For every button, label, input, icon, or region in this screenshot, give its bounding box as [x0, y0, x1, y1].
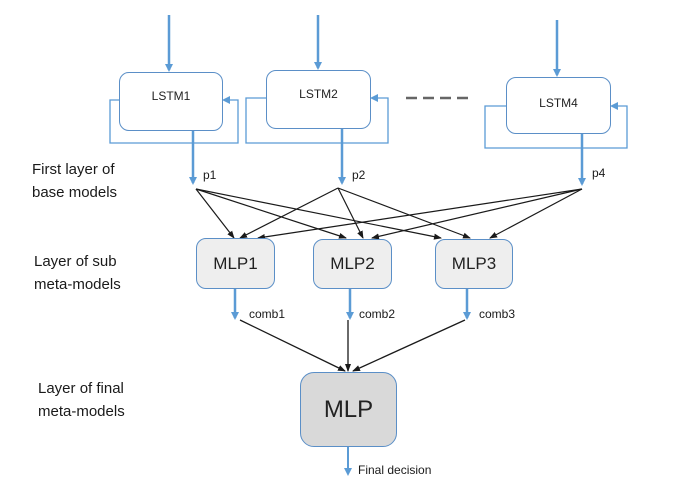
feedback-loop-lstm1 — [109, 96, 239, 144]
mlp3-box: MLP3 — [435, 239, 513, 289]
edge-p4-mlp1 — [257, 188, 583, 240]
layer-label-first: First layer of base models — [32, 161, 118, 201]
lstm4-label: LSTM4 — [539, 95, 578, 110]
edge-p1-mlp1 — [195, 188, 235, 239]
edge-p2-mlp3 — [337, 187, 471, 239]
edge-p1-mlp2 — [195, 188, 347, 239]
edge-p1-mlp3 — [195, 188, 442, 240]
mlp1-label: MLP1 — [213, 253, 258, 273]
final-decision-label: Final decision — [358, 463, 432, 477]
final-mlp-box: MLP — [300, 372, 397, 447]
edge-p4-mlp3 — [489, 188, 583, 239]
lstm4-box: LSTM4 — [506, 77, 611, 134]
final-mlp-label: MLP — [323, 395, 374, 423]
lstm1-box: LSTM1 — [119, 72, 223, 131]
lstm1-label: LSTM1 — [151, 88, 191, 103]
p2-label: p2 — [352, 168, 366, 182]
edge-p2-mlp1 — [239, 187, 339, 239]
mlp3-label: MLP3 — [451, 254, 497, 273]
p1-label: p1 — [203, 168, 217, 182]
mlp1-box: MLP1 — [196, 238, 275, 289]
edge-p2-mlp2 — [337, 187, 364, 239]
edge-comb3-final — [352, 319, 466, 372]
mlp2-label: MLP2 — [330, 254, 375, 273]
comb3-label: comb3 — [479, 307, 516, 321]
mlp2-box: MLP2 — [313, 239, 392, 289]
lstm2-label: LSTM2 — [299, 86, 338, 101]
comb1-label: comb1 — [249, 307, 286, 321]
feedback-loop-lstm2 — [245, 94, 389, 144]
p4-label: p4 — [592, 166, 606, 180]
layer-label-final: Layer of final meta-models — [38, 380, 125, 420]
edge-p4-mlp2 — [371, 188, 583, 240]
layer-label-sub: Layer of sub meta-models — [34, 253, 121, 293]
lstm2-box: LSTM2 — [266, 70, 371, 129]
comb2-label: comb2 — [359, 307, 396, 321]
edge-comb1-final — [239, 319, 346, 372]
feedback-loop-lstm4 — [484, 102, 628, 149]
